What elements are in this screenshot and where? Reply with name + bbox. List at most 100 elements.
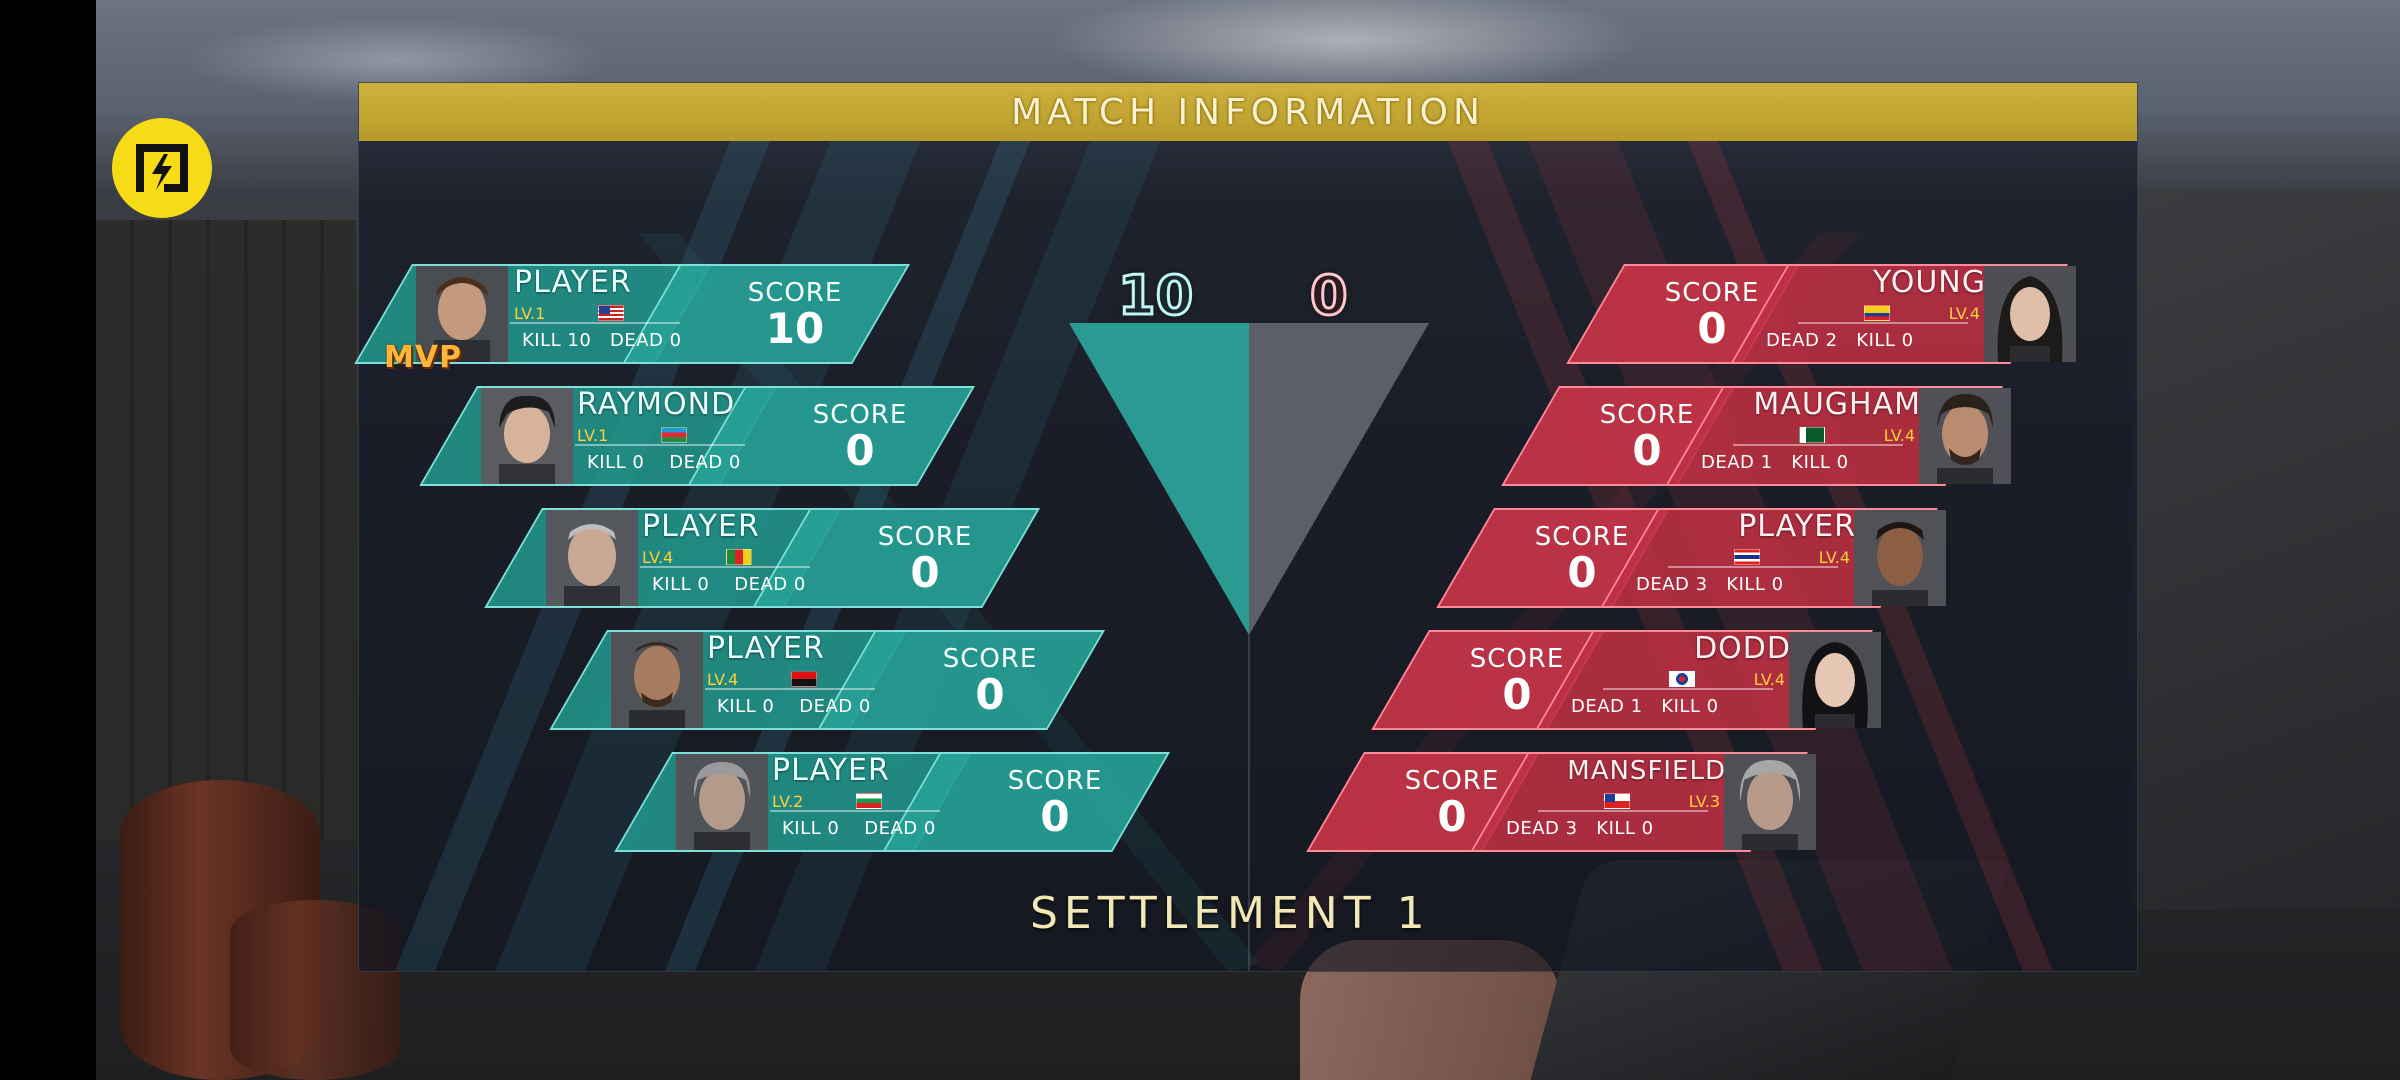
player-stats: KILL 0 DEAD 0 <box>652 574 806 595</box>
player-name: PLAYER <box>772 753 890 788</box>
concrete-wall <box>2130 190 2400 910</box>
dead-count: DEAD 2 <box>1766 330 1838 351</box>
player-name: RAYMOND <box>577 387 736 422</box>
player-level: LV.2 <box>772 792 804 811</box>
score-card: SCORE 0 <box>1501 386 1735 486</box>
score-card: SCORE 0 <box>687 386 975 486</box>
kill-count: KILL 0 <box>1856 330 1914 351</box>
player-score: 0 <box>1437 792 1467 841</box>
team-b-row[interactable]: SCORE 0 MANSFIELD LV.3 DEAD 3 KILL 0 <box>1306 752 1818 852</box>
player-avatar <box>1919 388 2011 484</box>
team-b-row[interactable]: SCORE 0 DODD LV.4 DEAD 1 KILL 0 <box>1371 630 1883 730</box>
score-label: SCORE <box>877 522 973 552</box>
player-level: LV.4 <box>707 670 739 689</box>
kill-count: KILL 0 <box>652 574 710 595</box>
player-stats: DEAD 1 KILL 0 <box>1571 696 1719 717</box>
player-name: PLAYER <box>1738 509 1856 544</box>
divider <box>1733 444 1903 446</box>
mvp-badge: MVP <box>384 340 463 375</box>
score-label: SCORE <box>747 278 843 308</box>
dead-count: DEAD 0 <box>799 696 871 717</box>
kill-count: KILL 0 <box>782 818 840 839</box>
player-score: 0 <box>1632 426 1662 475</box>
player-name: MANSFIELD <box>1567 756 1726 786</box>
player-name: PLAYER <box>514 265 632 300</box>
team-a-row[interactable]: SCORE 0 RAYMOND LV.1 KILL 0 DEAD 0 <box>419 386 997 486</box>
player-score: 0 <box>1040 792 1070 841</box>
score-card: SCORE 0 <box>1566 264 1800 364</box>
player-level: LV.4 <box>1948 304 1980 323</box>
player-name: YOUNG <box>1873 265 1986 300</box>
kill-count: KILL 0 <box>717 696 775 717</box>
player-level: LV.4 <box>1818 548 1850 567</box>
divider <box>575 444 745 446</box>
player-name: PLAYER <box>707 631 825 666</box>
score-card: SCORE 0 <box>1306 752 1540 852</box>
team-b-total-score: 0 <box>1309 263 1350 329</box>
divider <box>1538 810 1708 812</box>
score-label: SCORE <box>1599 400 1695 430</box>
score-card: SCORE 10 <box>622 264 910 364</box>
player-name: DODD <box>1694 631 1791 666</box>
player-avatar <box>1789 632 1881 728</box>
kill-count: KILL 10 <box>522 330 592 351</box>
dead-count: DEAD 0 <box>864 818 936 839</box>
dead-count: DEAD 3 <box>1506 818 1578 839</box>
kill-count: KILL 0 <box>1661 696 1719 717</box>
team-a-row[interactable]: SCORE 0 PLAYER LV.4 KILL 0 DEAD 0 <box>484 508 1062 608</box>
score-card: SCORE 0 <box>1436 508 1670 608</box>
player-level: LV.1 <box>577 426 609 445</box>
flag-angola-icon <box>791 671 817 687</box>
player-score: 0 <box>1697 304 1727 353</box>
score-label: SCORE <box>1469 644 1565 674</box>
player-stats: KILL 0 DEAD 0 <box>717 696 871 717</box>
flag-south-korea-icon <box>1669 671 1695 687</box>
kill-count: KILL 0 <box>587 452 645 473</box>
team-a-row[interactable]: SCORE 0 PLAYER LV.2 KILL 0 DEAD 0 <box>614 752 1192 852</box>
player-score: 0 <box>975 670 1005 719</box>
player-avatar <box>1724 754 1816 850</box>
player-stats: DEAD 2 KILL 0 <box>1766 330 1914 351</box>
app-logo-icon[interactable] <box>112 118 212 218</box>
team-a-row[interactable]: SCORE 0 PLAYER LV.4 KILL 0 DEAD 0 <box>549 630 1127 730</box>
screen-edge <box>0 0 96 1080</box>
flag-cameroon-icon <box>726 549 752 565</box>
flag-bulgaria-icon <box>856 793 882 809</box>
player-score: 10 <box>765 304 825 353</box>
player-avatar <box>1984 266 2076 362</box>
player-avatar <box>416 266 508 362</box>
team-a-row[interactable]: SCORE 10 PLAYER LV.1 KILL 10 DEAD 0 <box>354 264 932 364</box>
team-b-row[interactable]: SCORE 0 PLAYER LV.4 DEAD 3 KILL 0 <box>1436 508 1948 608</box>
score-card: SCORE 0 <box>752 508 1040 608</box>
player-stats: DEAD 1 KILL 0 <box>1701 452 1849 473</box>
team-a-total-score: 10 <box>1116 263 1194 329</box>
team-b-row[interactable]: SCORE 0 YOUNG LV.4 DEAD 2 KILL 0 <box>1566 264 2078 364</box>
kill-count: KILL 0 <box>1596 818 1654 839</box>
player-name: MAUGHAM <box>1753 387 1921 422</box>
score-label: SCORE <box>1404 766 1500 796</box>
score-card: SCORE 0 <box>1371 630 1605 730</box>
team-b-row[interactable]: SCORE 0 MAUGHAM LV.4 DEAD 1 KILL 0 <box>1501 386 2013 486</box>
divider <box>640 566 810 568</box>
player-stats: KILL 0 DEAD 0 <box>587 452 741 473</box>
dead-count: DEAD 1 <box>1571 696 1643 717</box>
player-avatar <box>546 510 638 606</box>
player-score: 0 <box>845 426 875 475</box>
wooden-wall <box>96 220 356 840</box>
score-label: SCORE <box>1664 278 1760 308</box>
player-name: PLAYER <box>642 509 760 544</box>
divider <box>1603 688 1773 690</box>
score-label: SCORE <box>1534 522 1630 552</box>
dead-count: DEAD 0 <box>734 574 806 595</box>
dead-count: DEAD 0 <box>669 452 741 473</box>
player-avatar <box>1854 510 1946 606</box>
kill-count: KILL 0 <box>1791 452 1849 473</box>
flag-thailand-icon <box>1734 549 1760 565</box>
player-level: LV.4 <box>642 548 674 567</box>
score-label: SCORE <box>942 644 1038 674</box>
flag-colombia-icon <box>1864 305 1890 321</box>
divider <box>770 810 940 812</box>
player-avatar <box>676 754 768 850</box>
player-stats: KILL 0 DEAD 0 <box>782 818 936 839</box>
kill-count: KILL 0 <box>1726 574 1784 595</box>
